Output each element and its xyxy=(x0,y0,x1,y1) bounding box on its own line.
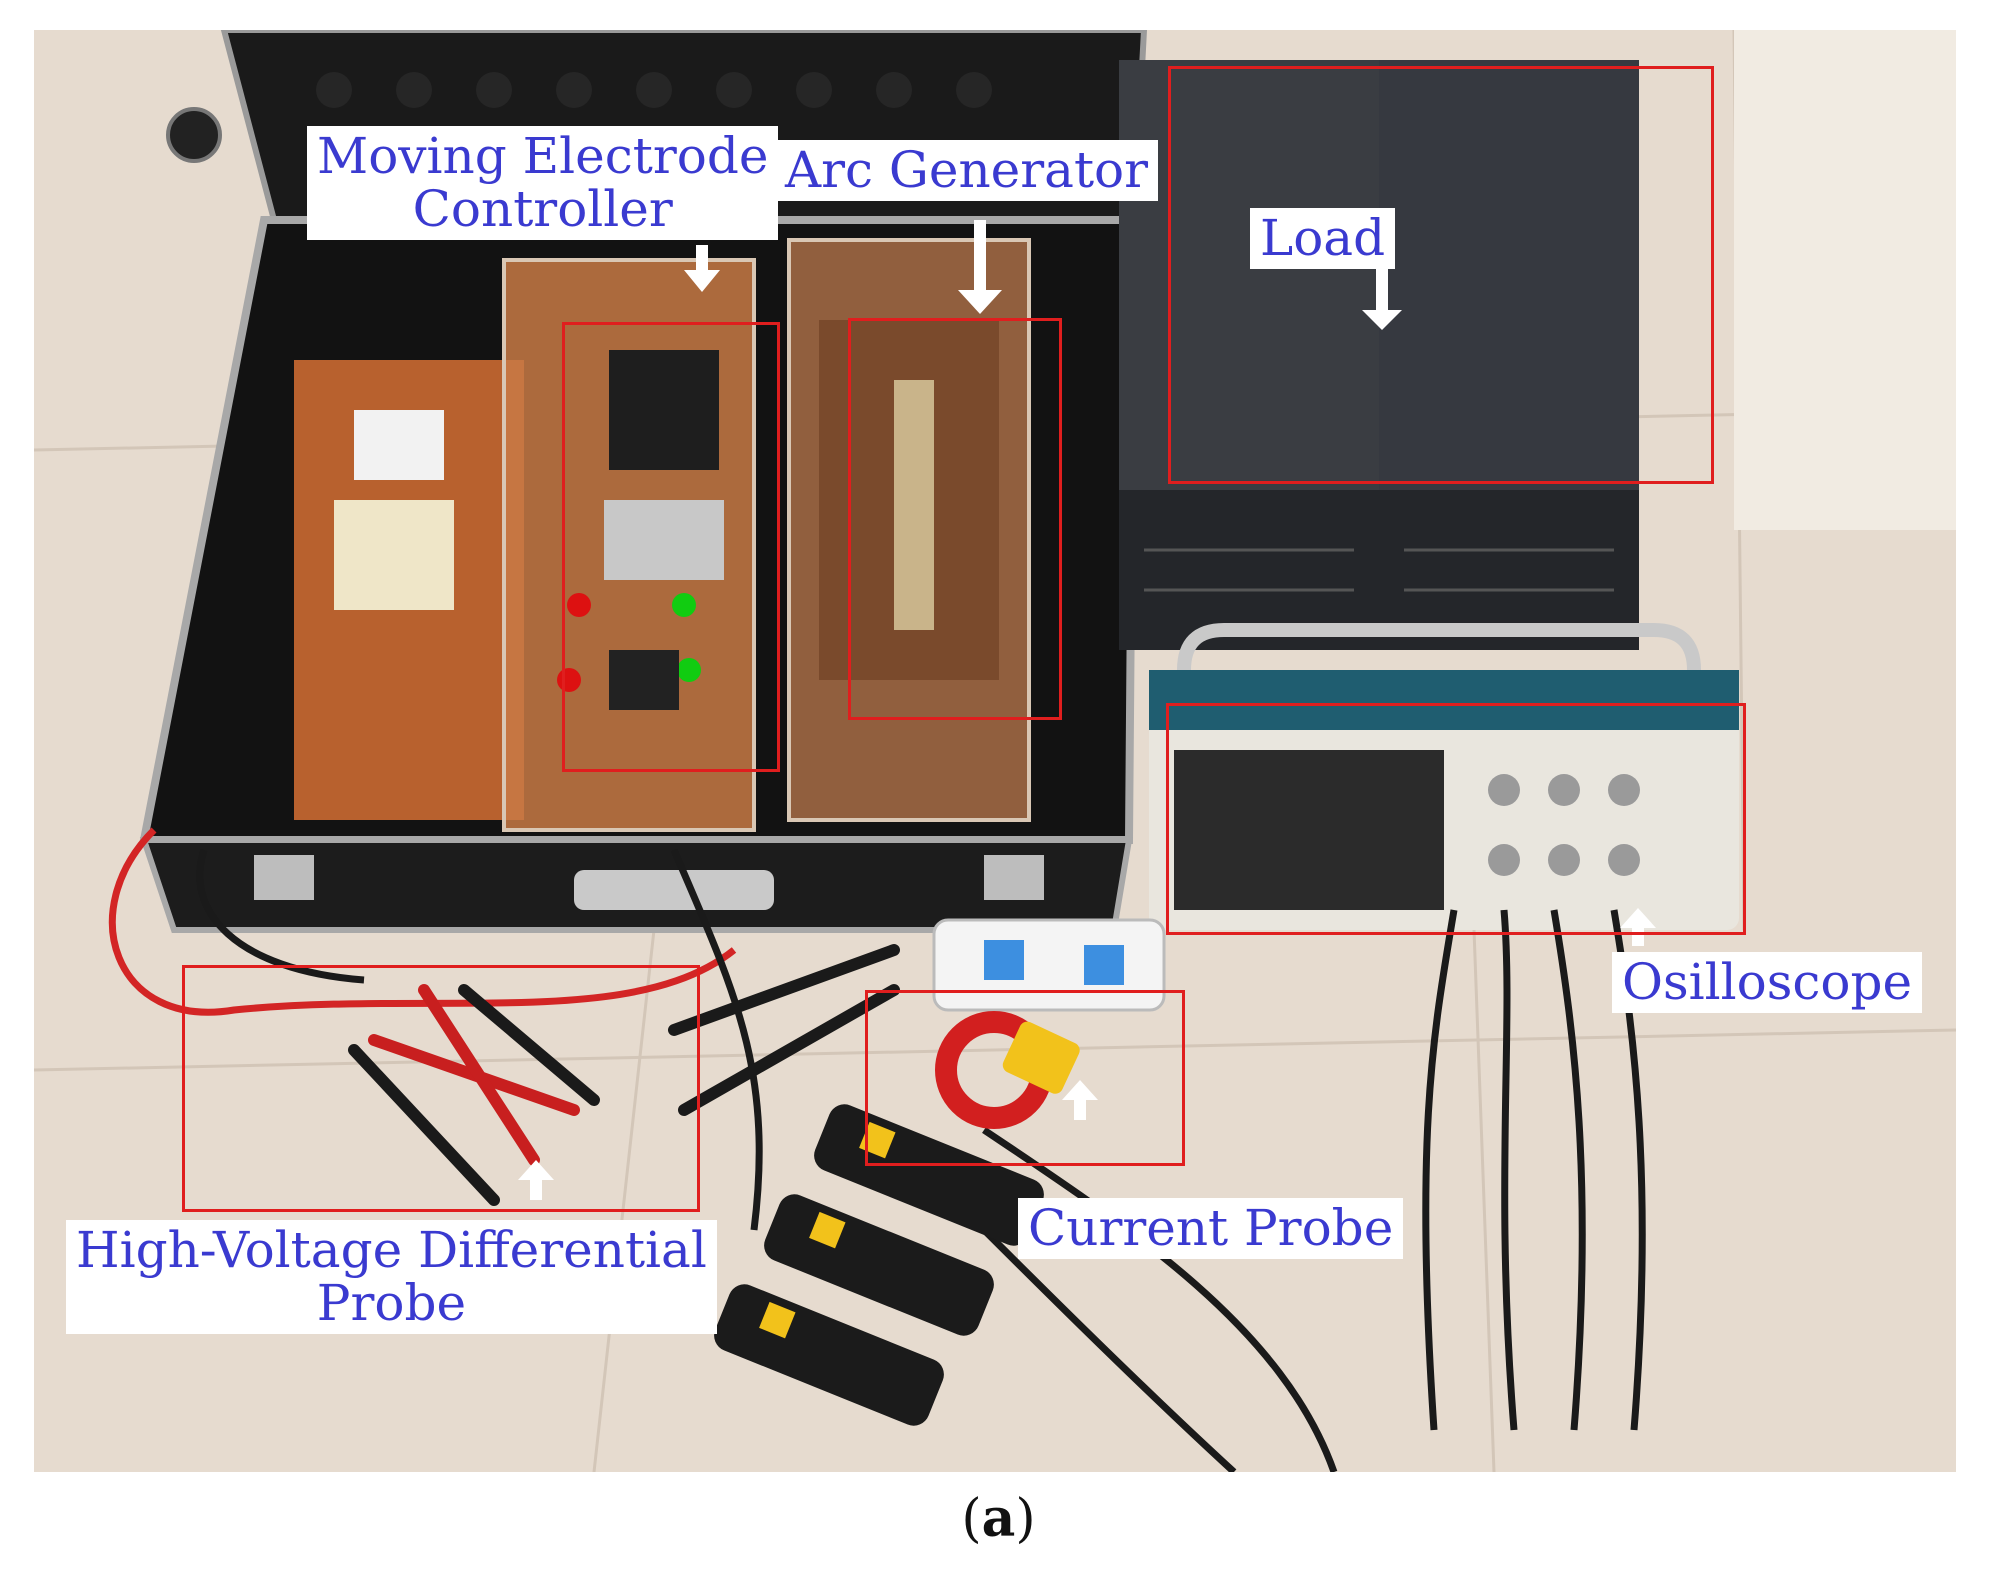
highlight-box-controller xyxy=(562,322,780,772)
green-button xyxy=(672,593,696,617)
label-moving-electrode-line1: Moving Electrode xyxy=(317,127,769,185)
label-load-text: Load xyxy=(1260,209,1386,267)
wall xyxy=(1734,30,1956,530)
caption-close-paren: ) xyxy=(1015,1489,1036,1549)
electrode-assembly xyxy=(894,380,934,630)
oscilloscope-band xyxy=(1149,670,1739,730)
pointer-arrows xyxy=(518,220,1656,1200)
highlight-box-arc-generator xyxy=(848,318,1062,720)
label-hv-probe-line2: Probe xyxy=(316,1274,467,1332)
current-probe-head xyxy=(1002,1021,1080,1094)
transformer xyxy=(334,500,454,610)
case-handle xyxy=(574,870,774,910)
label-load: Load xyxy=(1250,208,1396,269)
label-hv-probe-line1: High-Voltage Differential xyxy=(76,1221,707,1279)
highlight-box-oscilloscope xyxy=(1166,703,1746,935)
label-arc-generator: Arc Generator xyxy=(775,140,1159,201)
label-osilloscope-text: Osilloscope xyxy=(1622,953,1913,1011)
case-latch-left xyxy=(254,855,314,900)
oscilloscope-screen xyxy=(1174,750,1444,910)
stepper-driver xyxy=(609,650,679,710)
case-latch-right xyxy=(984,855,1044,900)
label-current-probe: Current Probe xyxy=(1018,1198,1404,1259)
caption-letter: a xyxy=(981,1488,1016,1549)
highlight-box-current-probe xyxy=(865,990,1185,1166)
circuit-breaker xyxy=(354,410,444,480)
power-supply xyxy=(604,500,724,580)
label-current-probe-text: Current Probe xyxy=(1028,1199,1394,1257)
label-moving-electrode-line2: Controller xyxy=(412,180,673,238)
case-lid-foam xyxy=(316,72,992,108)
label-arc-generator-text: Arc Generator xyxy=(785,141,1149,199)
caption-open-paren: ( xyxy=(961,1489,982,1549)
label-moving-electrode-controller: Moving Electrode Controller xyxy=(307,126,779,240)
red-button xyxy=(567,593,591,617)
highlight-box-hv-probe xyxy=(182,965,700,1212)
plc-module xyxy=(609,350,719,470)
highlight-box-load xyxy=(1168,66,1714,484)
probe-bodies xyxy=(714,1104,1044,1426)
hv-probe-leads xyxy=(348,944,900,1206)
case-wheel xyxy=(166,107,222,163)
oscilloscope-handle xyxy=(1177,623,1701,671)
label-high-voltage-differential-probe: High-Voltage Differential Probe xyxy=(66,1220,717,1334)
figure-caption: (a) xyxy=(0,1488,1997,1549)
label-osilloscope: Osilloscope xyxy=(1612,952,1923,1013)
oscilloscope-knobs xyxy=(1488,774,1640,876)
